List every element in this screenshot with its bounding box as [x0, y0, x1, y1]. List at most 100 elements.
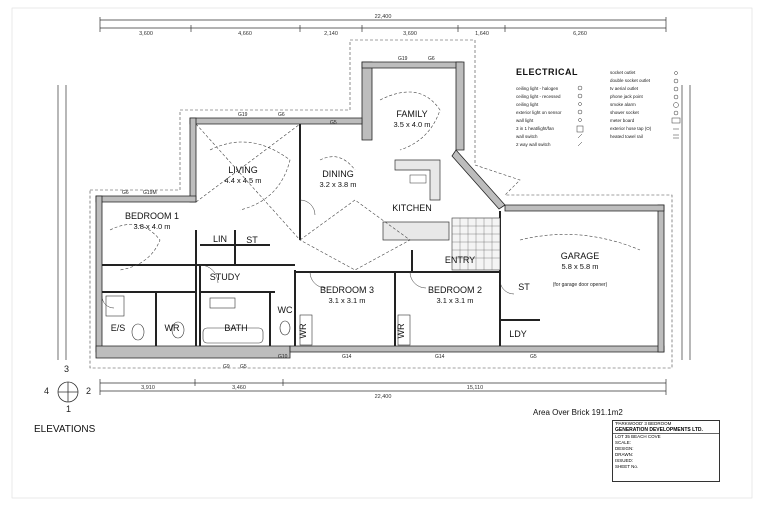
bottom-dimension-lines — [99, 379, 667, 395]
top-dim-5: 1,640 — [475, 31, 489, 37]
legend-item: ceiling light - recessed — [516, 94, 561, 99]
room-garage-dim: 5.8 x 5.8 m — [561, 262, 598, 271]
title-block-row: SHEET No. — [615, 464, 639, 469]
wardrobes — [299, 314, 411, 346]
legend-item: wall switch — [516, 134, 538, 139]
room-living-dim: 4.4 x 4.5 m — [224, 176, 261, 185]
legend-item: 2 way wall switch — [516, 142, 551, 147]
room-dining-name: DINING — [322, 169, 354, 179]
legend-item: 3 in 1 heat/light/fan — [516, 126, 555, 131]
room-st2-name: ST — [518, 282, 530, 292]
window-code: G5 — [240, 364, 247, 370]
bottom-dim-1: 3,910 — [141, 385, 155, 391]
elevations-label: ELEVATIONS — [34, 424, 96, 435]
room-study-name: STUDY — [210, 272, 241, 282]
window-code: G6 — [122, 190, 129, 196]
legend-item: meter board — [610, 118, 635, 123]
room-family-dim: 3.5 x 4.0 m — [393, 120, 430, 129]
legend-item: socket outlet — [610, 70, 636, 75]
bottom-dim-3: 15,110 — [467, 385, 483, 391]
window-code: G14 — [435, 354, 445, 360]
top-dim-2: 4,660 — [238, 31, 252, 37]
elevation-number: 3 — [64, 364, 70, 374]
legend-item: wall light — [516, 118, 534, 123]
title-block-row: SCALE: — [615, 440, 632, 445]
electrical-legend-title: ELECTRICAL — [516, 67, 578, 77]
room-wr2-name: WR — [298, 323, 308, 338]
window-code: G6 — [428, 56, 435, 62]
window-code: G19 — [238, 112, 248, 118]
room-garage-name: GARAGE — [561, 251, 600, 261]
room-bedroom2-name: BEDROOM 2 — [428, 285, 482, 295]
title-block-row: DESIGN: — [615, 446, 634, 451]
top-total-dim: 22,400 — [375, 14, 392, 20]
top-dim-4: 3,690 — [403, 31, 417, 37]
legend-item: phone jack point — [610, 94, 644, 99]
title-block-row: ISSUED: — [615, 458, 634, 463]
window-code: G19M — [143, 190, 157, 196]
top-dim-6: 6,260 — [573, 31, 587, 37]
room-bedroom1-dim: 3.8 x 4.0 m — [133, 222, 170, 231]
legend-symbols — [576, 71, 681, 147]
elevation-number: 4 — [44, 386, 50, 396]
area-label: Area Over Brick 191.1m2 — [533, 408, 623, 417]
room-lin-name: LIN — [213, 234, 227, 244]
title-block: 'PARKWOOD' 3 BEDROOM GENERATION DEVELOPM… — [612, 420, 720, 482]
top-dimension-lines — [99, 17, 667, 32]
legend-item: tv aerial outlet — [610, 86, 639, 91]
eaves-outline — [89, 39, 673, 369]
door-swings — [101, 199, 515, 309]
legend-item: heated towel rail — [610, 134, 643, 139]
top-dim-1: 3,600 — [139, 31, 153, 37]
bottom-total-dim: 22,400 — [375, 394, 392, 400]
room-garage-note: (for garage door opener) — [553, 282, 608, 288]
top-dim-3: 2,140 — [324, 31, 338, 37]
room-family-name: FAMILY — [396, 109, 427, 119]
room-dining-dim: 3.2 x 3.8 m — [319, 180, 356, 189]
legend-item: exterior hose tap (O) — [610, 126, 652, 131]
window-code: G14 — [342, 354, 352, 360]
elevation-markers — [57, 381, 79, 403]
title-block-company: GENERATION DEVELOPMENTS LTD. — [613, 427, 719, 434]
window-code: G10 — [278, 354, 288, 360]
room-bedroom2-dim: 3.1 x 3.1 m — [436, 296, 473, 305]
side-dimension-lines — [57, 85, 691, 360]
window-code: G5 — [530, 354, 537, 360]
elevation-number: 1 — [66, 404, 72, 414]
room-es-name: E/S — [111, 323, 126, 333]
kitchen-bench — [382, 159, 450, 241]
room-living-name: LIVING — [228, 165, 258, 175]
window-code: G5 — [330, 120, 337, 126]
room-wr1-name: WR — [165, 323, 180, 333]
electrical-legend: ceiling light - halogen ceiling light - … — [516, 70, 681, 147]
window-code: G9 — [223, 364, 230, 370]
room-bedroom1-name: BEDROOM 1 — [125, 211, 179, 221]
window-code: G19 — [398, 56, 408, 62]
title-block-plan-name: 'PARKWOOD' 3 BEDROOM — [615, 421, 672, 426]
room-wc-name: WC — [278, 305, 293, 315]
legend-item: double socket outlet — [610, 78, 651, 83]
room-ldy-name: LDY — [509, 329, 527, 339]
bathroom-fixtures — [105, 295, 291, 344]
title-block-row: DRAWN: — [615, 452, 634, 457]
title-block-lot: LOT 35 BEACH COVE — [615, 434, 661, 439]
legend-item: shower socket — [610, 110, 640, 115]
legend-item: smoke alarm — [610, 102, 636, 107]
room-bedroom3-dim: 3.1 x 3.1 m — [328, 296, 365, 305]
legend-item: ceiling light — [516, 102, 539, 107]
elevation-number: 2 — [86, 386, 92, 396]
room-bath-name: BATH — [224, 323, 247, 333]
window-code: G6 — [278, 112, 285, 118]
entry-tile-grid — [451, 217, 501, 271]
room-wr3-name: WR — [396, 323, 406, 338]
exterior-walls — [95, 61, 665, 359]
legend-item: exterior light on sensor — [516, 110, 562, 115]
legend-item: ceiling light - halogen — [516, 86, 559, 91]
room-bedroom3-name: BEDROOM 3 — [320, 285, 374, 295]
bottom-dim-2: 3,460 — [232, 385, 246, 391]
sheet-border — [11, 7, 753, 499]
room-entry-name: ENTRY — [445, 255, 475, 265]
electrical-wiring — [109, 91, 641, 271]
room-kitchen-name: KITCHEN — [392, 203, 432, 213]
